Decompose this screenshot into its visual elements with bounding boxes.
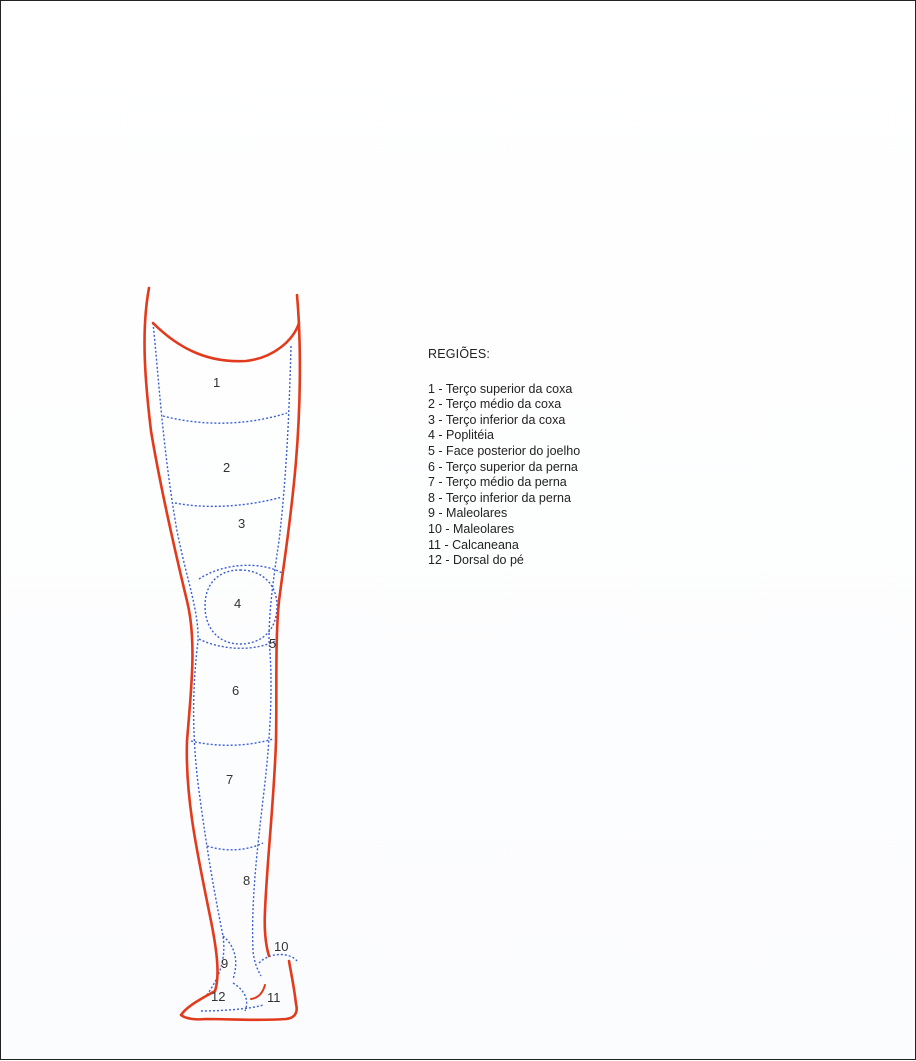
legend-item: 11 - Calcaneana [428, 538, 580, 554]
outline-left [145, 288, 297, 1020]
legend-item: 1 - Terço superior da coxa [428, 382, 580, 398]
region-number-1: 1 [213, 375, 220, 390]
legend-item: 9 - Maleolares [428, 506, 580, 522]
line-1-2 [163, 413, 287, 423]
legend-item: 12 - Dorsal do pé [428, 553, 580, 569]
region-number-12: 12 [211, 989, 225, 1004]
region-number-6: 6 [232, 683, 239, 698]
legend-title: REGIÕES: [428, 347, 580, 363]
outline-inner-mark [251, 985, 265, 999]
foot-line-lower [233, 983, 247, 1011]
legend-item: 8 - Terço inferior da perna [428, 491, 580, 507]
line-7-8 [207, 843, 263, 850]
line-3-knee [199, 565, 282, 579]
inner-left-edge [153, 323, 224, 996]
region-number-3: 3 [238, 516, 245, 531]
regions-legend: REGIÕES: 1 - Terço superior da coxa 2 - … [428, 347, 580, 569]
inner-right-edge [253, 346, 291, 976]
legend-list: 1 - Terço superior da coxa 2 - Terço méd… [428, 382, 580, 569]
legend-item: 7 - Terço médio da perna [428, 475, 580, 491]
foot-line [201, 1005, 263, 1011]
legend-item: 3 - Terço inferior da coxa [428, 413, 580, 429]
legend-item: 6 - Terço superior da perna [428, 460, 580, 476]
line-6-7 [191, 739, 273, 745]
region-number-7: 7 [226, 772, 233, 787]
region-number-5: 5 [269, 636, 276, 651]
outline-top [153, 323, 299, 361]
region-number-8: 8 [243, 873, 250, 888]
region-number-9: 9 [221, 956, 228, 971]
legend-item: 5 - Face posterior do joelho [428, 444, 580, 460]
region-number-11: 11 [267, 990, 281, 1005]
legend-item: 2 - Terço médio da coxa [428, 397, 580, 413]
leg-outline [145, 288, 300, 1020]
region-number-2: 2 [223, 460, 230, 475]
legend-item: 10 - Maleolares [428, 522, 580, 538]
region-number-10: 10 [274, 939, 288, 954]
legend-item: 4 - Poplitéia [428, 428, 580, 444]
heel-curve [259, 955, 297, 964]
region-number-4: 4 [234, 596, 241, 611]
line-2-3 [175, 497, 282, 506]
